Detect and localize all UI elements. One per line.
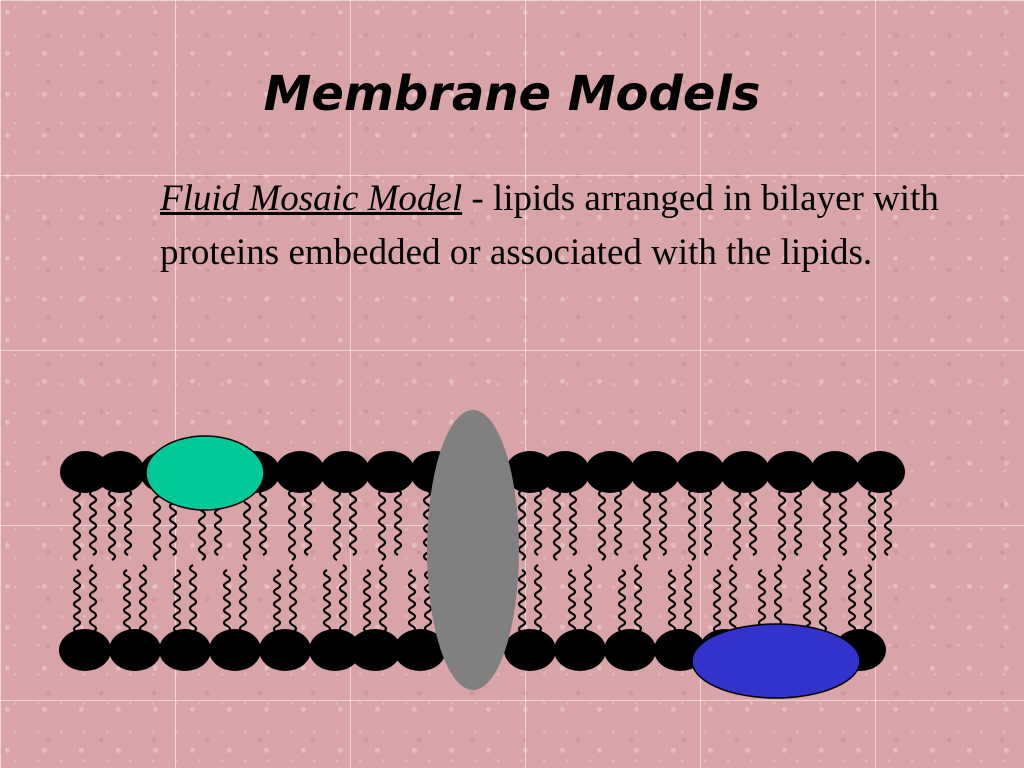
lipid-head-top xyxy=(765,451,815,493)
lipid-head-bottom xyxy=(604,629,656,671)
lipid-tail xyxy=(107,489,117,561)
lipid-tail xyxy=(72,489,82,561)
lipid-tail xyxy=(802,569,812,633)
lipid-tail xyxy=(822,489,832,561)
lipid-tail xyxy=(613,489,623,556)
lipid-head-top xyxy=(95,451,145,493)
lipid-head-bottom xyxy=(309,629,361,671)
lipid-head-top xyxy=(60,451,110,493)
lipid-tail xyxy=(377,489,387,561)
lipid-tail xyxy=(348,489,358,556)
lipid-tail xyxy=(867,489,877,561)
lipid-tail xyxy=(122,569,132,633)
lipid-tail xyxy=(838,489,848,556)
lipid-head-bottom xyxy=(394,629,446,671)
lipid-tail xyxy=(138,564,148,633)
peripheral-protein-bottom xyxy=(691,623,861,699)
lipid-head-bottom xyxy=(159,629,211,671)
lipid-tail xyxy=(567,569,577,633)
model-description: - lipids arranged in bilayer with protei… xyxy=(160,178,939,273)
lipid-tail xyxy=(818,564,828,633)
lipid-head-top xyxy=(855,451,905,493)
lipid-tail xyxy=(338,564,348,633)
lipid-head-bottom xyxy=(554,629,606,671)
lipid-tail xyxy=(72,569,82,633)
lipid-tail xyxy=(883,489,893,556)
fluid-mosaic-model-term: Fluid Mosaic Model xyxy=(160,178,463,219)
lipid-tail xyxy=(222,569,232,633)
lipid-head-bottom xyxy=(349,629,401,671)
lipid-head-top xyxy=(585,451,635,493)
lipid-head-top xyxy=(275,451,325,493)
lipid-tail xyxy=(633,564,643,633)
lipid-tail xyxy=(703,489,713,556)
lipid-tail xyxy=(583,564,593,633)
lipid-tail xyxy=(242,489,252,561)
membrane-proteins xyxy=(145,410,861,699)
lipid-head-bottom xyxy=(259,629,311,671)
lipid-tail xyxy=(322,569,332,633)
lipid-tail xyxy=(687,489,697,561)
slide-title: Membrane Models xyxy=(263,66,761,122)
lipid-tail xyxy=(258,489,268,556)
lipid-tail xyxy=(728,564,738,633)
slide-body-text: Fluid Mosaic Model - lipids arranged in … xyxy=(160,172,940,280)
lipid-tail xyxy=(757,569,767,633)
lipid-tail xyxy=(88,489,98,556)
lipid-tail xyxy=(238,564,248,633)
lipid-tail xyxy=(863,564,873,633)
lipid-tail xyxy=(683,564,693,633)
lipid-head-top xyxy=(810,451,860,493)
lipid-tail xyxy=(172,569,182,633)
lipid-head-top xyxy=(365,451,415,493)
lipid-tail xyxy=(667,569,677,633)
lipid-tail xyxy=(303,489,313,556)
lipid-head-top xyxy=(675,451,725,493)
lipid-tail xyxy=(332,489,342,561)
lipid-tail xyxy=(123,489,133,556)
lipid-tails xyxy=(72,489,893,633)
lipid-tail xyxy=(188,564,198,633)
lipid-tail xyxy=(88,564,98,633)
lipid-tail xyxy=(272,569,282,633)
lipid-tail xyxy=(288,564,298,633)
lipid-head-bottom xyxy=(59,629,111,671)
lipid-tail xyxy=(393,489,403,556)
lipid-tail xyxy=(793,489,803,556)
lipid-head-top xyxy=(630,451,680,493)
lipid-tail xyxy=(658,489,668,556)
lipid-tail xyxy=(423,564,433,633)
lipid-tail xyxy=(517,489,527,561)
lipid-tail xyxy=(642,489,652,561)
lipid-head-bottom xyxy=(109,629,161,671)
lipid-head-bottom xyxy=(504,629,556,671)
lipid-tail xyxy=(533,489,543,556)
integral-protein xyxy=(427,410,519,690)
lipid-tail xyxy=(777,489,787,561)
lipid-tail xyxy=(533,564,543,633)
lipid-tail xyxy=(773,564,783,633)
lipid-tail xyxy=(552,489,562,561)
lipid-head-top xyxy=(505,451,555,493)
lipid-tail xyxy=(407,569,417,633)
lipid-tail xyxy=(748,489,758,556)
lipid-tail xyxy=(378,564,388,633)
lipid-head-top xyxy=(720,451,770,493)
lipid-head-top xyxy=(540,451,590,493)
lipid-tail xyxy=(362,569,372,633)
lipid-tail xyxy=(597,489,607,561)
lipid-tail xyxy=(617,569,627,633)
lipid-tail xyxy=(712,569,722,633)
lipid-head-top xyxy=(320,451,370,493)
peripheral-protein-top xyxy=(145,435,265,511)
lipid-tail xyxy=(732,489,742,561)
lipid-tail xyxy=(847,569,857,633)
lipid-head-bottom xyxy=(209,629,261,671)
lipid-tail xyxy=(287,489,297,561)
lipid-tail xyxy=(152,489,162,561)
lipid-tail xyxy=(568,489,578,556)
lipid-tail xyxy=(517,569,527,633)
